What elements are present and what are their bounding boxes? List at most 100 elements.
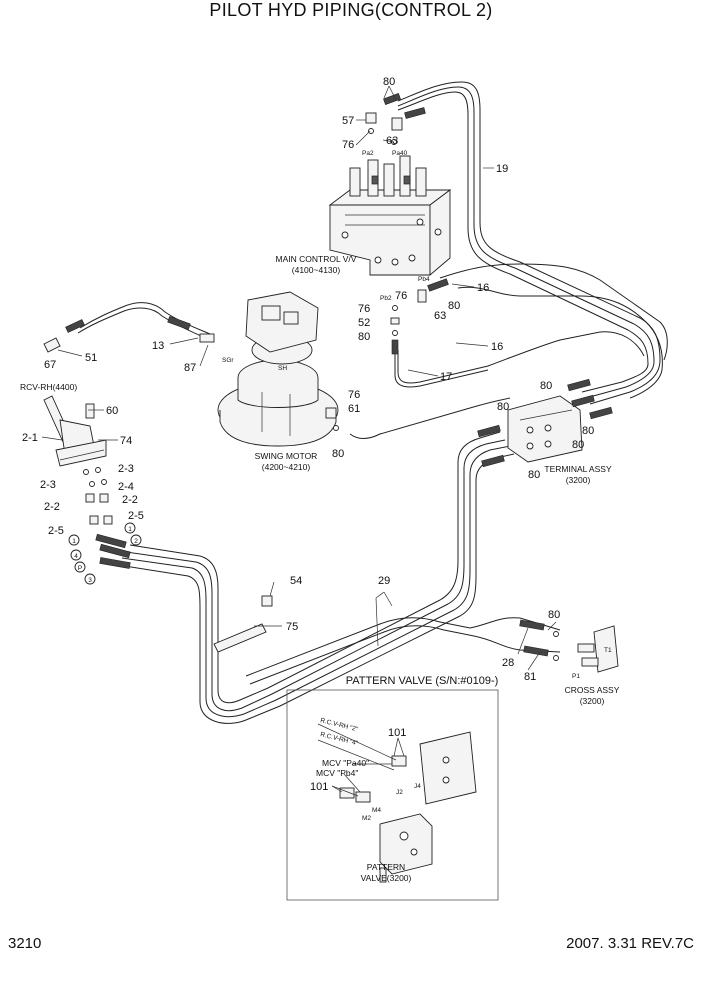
callout: 80	[540, 380, 552, 392]
pattern-valve-frame	[286, 689, 499, 901]
callout: 2-3	[40, 479, 56, 491]
callout: 28	[502, 657, 514, 669]
pipe-17	[349, 331, 645, 439]
callout: 80	[548, 609, 560, 621]
port-sh: SH	[278, 365, 287, 372]
callout-numbers: 80 57 76 63 19 16 16 76 80 63 76 52 80 1…	[22, 76, 594, 793]
callout: 74	[120, 435, 132, 447]
port-mark: P	[78, 565, 82, 572]
callout: 16	[477, 282, 489, 294]
callout: 80	[448, 300, 460, 312]
pattern-valve	[317, 723, 477, 883]
port-labels: Pa2 Pa40 Pb4 Pb2 SGr SH T1 P1 J2 J4 M4 M…	[222, 150, 612, 822]
callout: 67	[44, 359, 56, 371]
port-j2: J2	[396, 789, 403, 796]
port-mark: 1	[72, 538, 76, 545]
callout: 80	[572, 439, 584, 451]
callout: 51	[85, 352, 97, 364]
port-mark: 3	[88, 577, 92, 584]
callout: 80	[383, 76, 395, 88]
pipe-13	[77, 302, 211, 340]
port-pb2: Pb2	[380, 295, 392, 302]
assembly-labels: MAIN CONTROL V/V (4100~4130) SWING MOTOR…	[20, 254, 620, 706]
terminal-assy-label: TERMINAL ASSY	[544, 464, 612, 474]
callout: 63	[386, 135, 398, 147]
callout: 60	[106, 405, 118, 417]
fitting-76-52-80	[390, 305, 400, 355]
pipe-16	[439, 263, 668, 399]
callout: 52	[358, 317, 370, 329]
pipe-19	[397, 81, 661, 405]
pipe-28	[245, 617, 561, 685]
port-p1: P1	[572, 673, 580, 680]
callout: 2-2	[44, 501, 60, 513]
callout: 16	[491, 341, 503, 353]
main-control-valve	[328, 155, 452, 276]
callout: 54	[290, 575, 302, 587]
swing-motor	[217, 291, 339, 447]
callout: 19	[496, 163, 508, 175]
port-mark: 2	[134, 538, 138, 545]
port-pa40: Pa40	[392, 150, 408, 157]
callout: 80	[528, 469, 540, 481]
callout: 2-5	[128, 510, 144, 522]
fitting-13-87-67	[43, 316, 215, 353]
callout: 63	[434, 310, 446, 322]
port-mark: 1	[128, 526, 132, 533]
callout: 17	[440, 371, 452, 383]
callout: 80	[497, 401, 509, 413]
callout: 76	[348, 389, 360, 401]
callout: 57	[342, 115, 354, 127]
mcv-pb4-label: MCV "Pb4"	[316, 768, 358, 778]
callout: 2-2	[122, 494, 138, 506]
port-m4: M4	[372, 807, 381, 814]
port-t1: T1	[604, 647, 612, 654]
cross-assy-ref: (3200)	[580, 696, 605, 706]
leader-lines	[41, 85, 557, 797]
mcv-pa40-label: MCV "Pa40"	[322, 758, 369, 768]
rcv-rh-assembly	[43, 395, 131, 569]
main-control-range: (4100~4130)	[292, 265, 341, 275]
callout: 2-5	[48, 525, 64, 537]
callout: 76	[358, 303, 370, 315]
callout: 101	[310, 781, 328, 793]
cross-assembly	[519, 619, 619, 673]
callout: 81	[524, 671, 536, 683]
port-pb4: Pb4	[418, 276, 430, 283]
revision-date: 2007. 3.31 REV.7C	[566, 935, 694, 952]
callout: 13	[152, 340, 164, 352]
callout: 80	[332, 448, 344, 460]
swing-motor-label: SWING MOTOR	[255, 451, 318, 461]
swing-motor-range: (4200~4210)	[262, 462, 311, 472]
port-sgr: SGr	[222, 357, 234, 364]
port-m2: M2	[362, 815, 371, 822]
callout: 61	[348, 403, 360, 415]
callout: 29	[378, 575, 390, 587]
fitting-57	[365, 93, 449, 303]
terminal-assy-ref: (3200)	[566, 475, 591, 485]
pattern-valve-heading: PATTERN VALVE (S/N:#0109-)	[346, 675, 499, 687]
callout: 76	[342, 139, 354, 151]
rcv-rh-label: RCV-RH(4400)	[20, 382, 77, 392]
rcv-rh-2-label: R.C.V-RH "2"	[320, 717, 360, 733]
port-j4: J4	[414, 783, 421, 790]
clamp-54-75	[213, 595, 273, 653]
pattern-valve-label-2: VALVE(3200)	[361, 873, 412, 883]
rcv-port-marks: 1 2 4 P 3 1	[68, 522, 142, 585]
callout: 76	[395, 290, 407, 302]
cross-assy-label: CROSS ASSY	[565, 685, 620, 695]
callout: 101	[388, 727, 406, 739]
callout: 2-1	[22, 432, 38, 444]
callout: 2-3	[118, 463, 134, 475]
pipe-29	[117, 431, 515, 724]
callout: 80	[358, 331, 370, 343]
page-number: 3210	[8, 935, 41, 952]
callout: 2-4	[118, 481, 134, 493]
page-title: PILOT HYD PIPING(CONTROL 2)	[209, 0, 492, 20]
callout: 80	[582, 425, 594, 437]
callout: 87	[184, 362, 196, 374]
port-pa2: Pa2	[362, 150, 374, 157]
main-control-label: MAIN CONTROL V/V	[276, 254, 357, 264]
